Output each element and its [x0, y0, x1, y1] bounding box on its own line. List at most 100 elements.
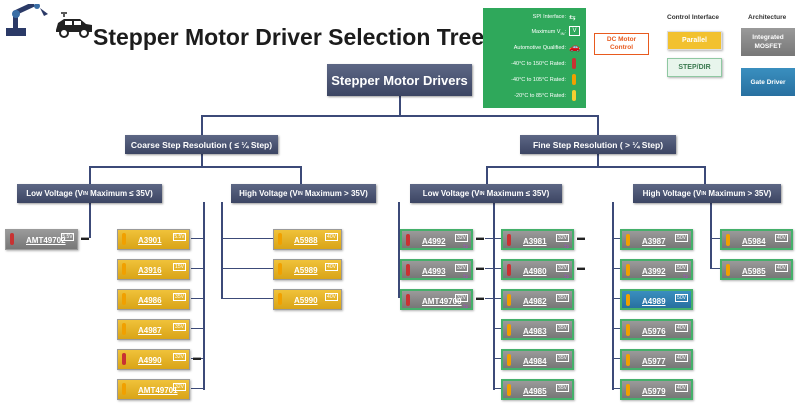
voltage-badge: 32V: [173, 353, 186, 361]
connector-tick: [221, 268, 273, 269]
thermometer-orange-icon: [278, 263, 282, 275]
automotive-car-icon: ▬: [476, 233, 484, 242]
part-name-link[interactable]: AMT49700: [422, 297, 462, 306]
connector-coarse-split: [89, 166, 302, 168]
part-name-link[interactable]: AMT49702: [26, 236, 66, 245]
part-name-link[interactable]: A4983: [523, 327, 547, 336]
part-name-link[interactable]: A5984: [742, 237, 766, 246]
part-name-link[interactable]: A4985: [523, 387, 547, 396]
voltage-badge: 32V: [556, 234, 569, 242]
part-name-link[interactable]: A4980: [523, 267, 547, 276]
part-name-link[interactable]: A5988: [294, 236, 318, 245]
fine-step-node: Fine Step Resolution ( > ¼ Step): [520, 135, 676, 154]
connector-tick: [221, 298, 273, 299]
connector-coarse-low: [89, 166, 91, 184]
connector-tick: [485, 268, 501, 269]
dc-motor-control-legend: DC Motor Control: [594, 33, 649, 55]
connector-tick: [612, 358, 620, 359]
coarse-step-node: Coarse Step Resolution ( ≤ ¼ Step): [125, 135, 278, 154]
connector-fl-right: [493, 202, 495, 390]
part-card[interactable]: A4987 35V: [117, 319, 190, 340]
part-card[interactable]: A4984 35V: [501, 349, 574, 370]
voltage-badge: 15V: [173, 263, 186, 271]
thermometer-yellow-icon: [572, 90, 576, 101]
part-name-link[interactable]: A4982: [523, 297, 547, 306]
connector-tick: [493, 328, 501, 329]
part-card[interactable]: A5988 40V: [273, 229, 342, 250]
voltage-badge: 32V: [173, 383, 186, 391]
connector-fine-down: [597, 153, 599, 167]
connector-coarse-down: [201, 153, 203, 167]
voltage-badge: 50V: [675, 264, 688, 272]
part-name-link[interactable]: A5976: [642, 327, 666, 336]
spi-arrows-icon: ⇆: [569, 13, 576, 22]
parallel-legend: Parallel: [667, 31, 722, 50]
voltage-badge: 40V: [775, 234, 788, 242]
part-name-link[interactable]: A3916: [138, 266, 162, 275]
part-name-link[interactable]: A3992: [642, 267, 666, 276]
part-name-link[interactable]: A4992: [422, 237, 446, 246]
page-title: Stepper Motor Driver Selection Tree: [93, 24, 485, 50]
voltage-badge: 32V: [455, 264, 468, 272]
part-name-link[interactable]: A4986: [138, 296, 162, 305]
connector-tick: [710, 238, 720, 239]
spi-arrows-icon: ⇆: [682, 274, 688, 280]
voltage-badge: 35V: [173, 323, 186, 331]
part-name-link[interactable]: A5990: [294, 296, 318, 305]
thermometer-orange-icon: [122, 233, 126, 245]
connector-tick: [191, 238, 205, 239]
part-card[interactable]: A3916 15V: [117, 259, 190, 280]
part-name-link[interactable]: A5977: [642, 357, 666, 366]
part-name-link[interactable]: A4984: [523, 357, 547, 366]
connector-tick: [191, 358, 205, 359]
voltage-badge: 35V: [556, 354, 569, 362]
part-card[interactable]: A3992 50V ⇆: [620, 259, 693, 280]
part-name-link[interactable]: AMT49701: [138, 386, 178, 395]
part-name-link[interactable]: A3901: [138, 236, 162, 245]
part-name-link[interactable]: A3981: [523, 237, 547, 246]
connector-tick: [493, 388, 501, 389]
connector-fh-right: [710, 202, 712, 268]
part-card[interactable]: A5984 40V: [720, 229, 793, 250]
part-name-link[interactable]: A4990: [138, 356, 162, 365]
thermometer-orange-icon: [507, 324, 511, 336]
part-name-link[interactable]: A5985: [742, 267, 766, 276]
part-name-link[interactable]: A3987: [642, 237, 666, 246]
thermometer-orange-icon: [626, 384, 630, 396]
voltage-badge: 32V: [556, 264, 569, 272]
part-name-link[interactable]: A4993: [422, 267, 446, 276]
part-name-link[interactable]: A5989: [294, 266, 318, 275]
legend-t150-label: -40°C to 150°C Rated:: [511, 61, 566, 67]
thermometer-orange-icon: [572, 74, 576, 85]
part-name-link[interactable]: A4987: [138, 326, 162, 335]
connector-tick: [612, 238, 620, 239]
automotive-car-icon: ▬: [193, 353, 201, 362]
part-card[interactable]: A4990 32V: [117, 349, 190, 370]
part-name-link[interactable]: A4989: [642, 297, 666, 306]
integrated-mosfet-legend: Integrated MOSFET: [741, 28, 795, 56]
voltage-badge: 40V: [325, 233, 338, 241]
part-name-link[interactable]: A5979: [642, 387, 666, 396]
